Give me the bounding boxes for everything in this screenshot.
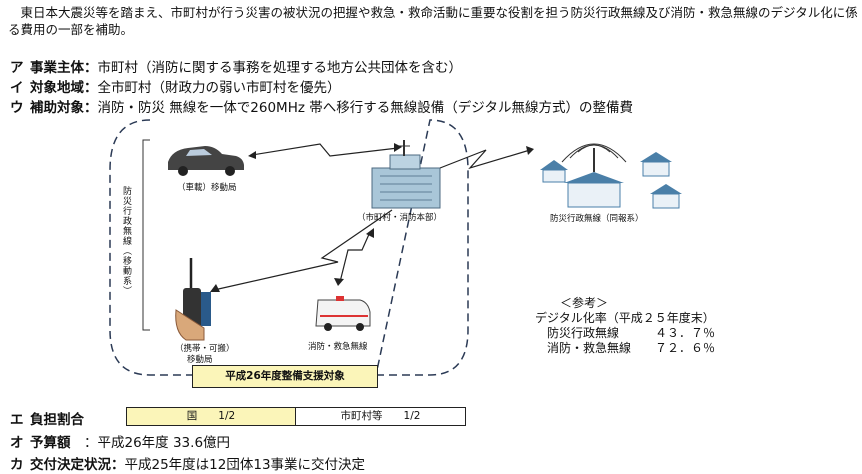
reference-heading: ＜参考＞ xyxy=(560,296,609,310)
item-title: 予算額 xyxy=(30,435,84,451)
item-region: イ対象地域：全市町村（財政力の弱い市町村を優先） xyxy=(10,76,341,96)
reference-line-1: デジタル化率（平成２５年度末） xyxy=(535,311,715,325)
item-key: エ xyxy=(10,412,24,428)
radio-links xyxy=(213,143,531,291)
houses-icon xyxy=(540,143,682,209)
arrowheads xyxy=(210,143,534,292)
item-title: 負担割合 xyxy=(30,412,84,428)
item-title: 補助対象： xyxy=(30,100,98,116)
hq-label: （市町村・消防本部） xyxy=(357,213,443,223)
item-subsidy-target: ウ補助対象：消防・防災 無線を一体で260MHz 帯へ移行する無線設備（デジタル… xyxy=(10,96,633,116)
portable-label-2: 移動局 xyxy=(187,355,213,365)
item-status: カ交付決定状況：平成25年度は12団体13事業に交付決定 xyxy=(10,453,365,473)
bracket xyxy=(142,139,150,331)
item-key: ア xyxy=(10,60,24,76)
vertical-label: 防災行政無線（移動系） xyxy=(121,186,131,296)
item-text: 消防・防災 無線を一体で260MHz 帯へ移行する無線設備（デジタル無線方式）の… xyxy=(97,100,633,116)
item-text: ：平成26年度 33.6億円 xyxy=(84,435,231,451)
burden-table: 国 1/2 市町村等 1/2 xyxy=(126,407,466,426)
item-title: 対象地域： xyxy=(30,80,98,96)
item-text: 市町村（消防に関する事務を処理する地方公共団体を含む） xyxy=(97,60,463,76)
item-budget: オ予算額 ：平成26年度 33.6億円 xyxy=(10,431,230,451)
reference-line-3: 消防・救急無線 ７２．６％ xyxy=(535,341,716,355)
item-text: 全市町村（財政力の弱い市町村を優先） xyxy=(97,80,341,96)
support-target-box: 平成26年度整備支援対象 xyxy=(192,365,378,388)
coverage-boundary xyxy=(109,119,469,376)
houses-label: 防災行政無線（同報系） xyxy=(550,214,644,224)
car-label: （車載）移動局 xyxy=(177,183,237,193)
item-operator: ア事業主体：市町村（消防に関する事務を処理する地方公共団体を含む） xyxy=(10,56,462,76)
item-text: 平成25年度は12団体13事業に交付決定 xyxy=(124,457,366,473)
item-key: ウ xyxy=(10,100,24,116)
car-icon xyxy=(168,146,244,176)
item-key: イ xyxy=(10,80,24,96)
reference-line-2: 防災行政無線 ４３．７％ xyxy=(535,326,716,340)
item-key: オ xyxy=(10,435,24,451)
ambulance-label: 消防・救急無線 xyxy=(308,342,368,352)
building-icon xyxy=(371,140,441,209)
item-title: 交付決定状況： xyxy=(30,457,125,473)
item-title: 事業主体： xyxy=(30,60,98,76)
burden-national: 国 1/2 xyxy=(127,408,296,425)
item-key: カ xyxy=(10,457,24,473)
ambulance-icon xyxy=(315,296,371,331)
portable-radio-icon xyxy=(175,258,211,341)
item-burden: エ負担割合 xyxy=(10,408,84,428)
intro-text: 東日本大震災等を踏まえ、市町村が行う災害の被状況の把握や救急・救命活動に重要な役… xyxy=(8,5,858,37)
portable-label-1: （携帯・可搬） xyxy=(175,344,235,354)
burden-municipal: 市町村等 1/2 xyxy=(340,410,421,422)
